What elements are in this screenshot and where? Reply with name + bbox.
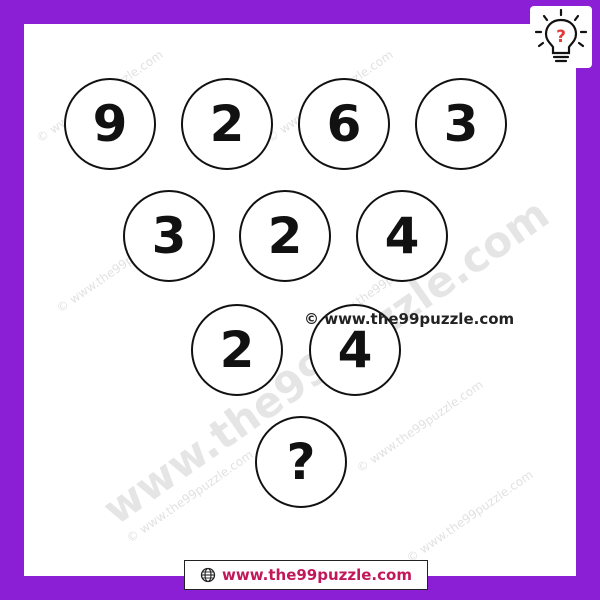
logo-question-mark: ? <box>556 27 566 47</box>
number-circle: 4 <box>309 304 401 396</box>
watermark-small: © www.the99puzzle.com <box>404 467 536 566</box>
number-circle: 4 <box>356 190 448 282</box>
puzzle-panel: www.the99puzzle.com © www.the99puzzle.co… <box>24 24 576 576</box>
number-circle: 2 <box>239 190 331 282</box>
number-circle: 6 <box>298 78 390 170</box>
number-circle: 9 <box>64 78 156 170</box>
number-circle: 3 <box>123 190 215 282</box>
number-circle: 3 <box>415 78 507 170</box>
globe-icon <box>200 567 216 583</box>
question-circle: ? <box>255 416 347 508</box>
number-circle: 2 <box>191 304 283 396</box>
footer-url[interactable]: www.the99puzzle.com <box>222 566 412 584</box>
copyright-text: © www.the99puzzle.com <box>304 310 515 328</box>
watermark-small: © www.the99puzzle.com <box>354 377 486 476</box>
footer-link[interactable]: www.the99puzzle.com <box>184 560 428 590</box>
lightbulb-logo-icon: ? <box>530 6 592 68</box>
number-circle: 2 <box>181 78 273 170</box>
